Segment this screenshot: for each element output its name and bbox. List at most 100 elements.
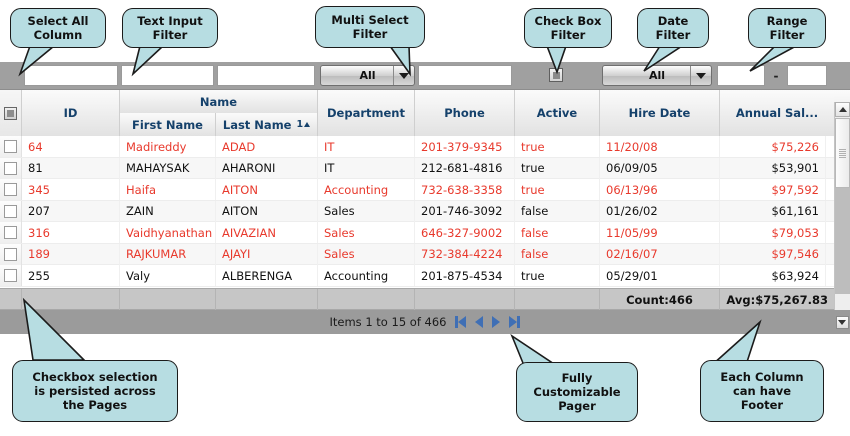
cell-last-name: AIVAZIAN: [216, 222, 318, 243]
cell-first-name: ZAIN: [120, 200, 216, 222]
cell-phone: 201-746-3092: [415, 200, 515, 222]
cell-hire-date: 01/26/02: [600, 200, 720, 222]
filter-input-id[interactable]: [24, 65, 118, 86]
cell-active: false: [515, 200, 600, 222]
cell-first-name: Vaidhyanathan: [120, 222, 216, 243]
cell-hire-date: 11/20/08: [600, 136, 720, 157]
cell-phone: 646-327-9002: [415, 222, 515, 243]
row-checkbox[interactable]: [4, 161, 17, 175]
filter-select-hire-date-value: All: [648, 69, 666, 82]
scrollbar-track[interactable]: [835, 188, 850, 294]
callout-checkbox-persisted: Checkbox selection is persisted across t…: [12, 360, 178, 422]
filter-multiselect-department[interactable]: All: [320, 65, 415, 86]
row-select-cell[interactable]: [0, 222, 22, 243]
cell-phone: 732-384-4224: [415, 243, 515, 265]
filter-input-first-name[interactable]: [121, 65, 214, 86]
chevron-down-icon[interactable]: [690, 66, 711, 85]
filter-cell-salary-to: [787, 62, 827, 90]
pager: Items 1 to 15 of 466: [0, 310, 850, 334]
cell-first-name: MAHAYSAK: [120, 157, 216, 179]
first-page-button[interactable]: [455, 316, 467, 328]
row-select-cell[interactable]: [0, 157, 22, 179]
cell-last-name: AITON: [216, 179, 318, 200]
filter-select-hire-date[interactable]: All: [602, 65, 712, 86]
cell-last-name: AITON: [216, 200, 318, 222]
filter-input-salary-to[interactable]: [787, 65, 827, 86]
filter-cell-id: [24, 62, 118, 90]
column-header-department[interactable]: Department: [318, 90, 415, 136]
filter-input-last-name[interactable]: [217, 65, 315, 86]
footer-cell-phone: [415, 289, 515, 310]
last-page-button[interactable]: [509, 316, 521, 328]
filter-cell-last-name: [217, 62, 315, 90]
column-header-active[interactable]: Active: [515, 90, 600, 136]
vertical-scrollbar[interactable]: [834, 102, 850, 310]
row-checkbox[interactable]: [4, 204, 17, 218]
callout-range-filter: Range Filter: [748, 8, 826, 48]
column-header-salary[interactable]: Annual Sal...: [720, 90, 834, 136]
cell-id: 345: [22, 179, 120, 200]
callout-customizable-pager: Fully Customizable Pager: [516, 362, 638, 422]
cell-id: 207: [22, 200, 120, 222]
footer-cell-salary: Avg:$75,267.83: [726, 292, 828, 307]
column-header-id[interactable]: ID: [22, 90, 120, 136]
cell-last-name: AJAYI: [216, 243, 318, 265]
cell-active: false: [515, 222, 600, 243]
cell-active: true: [515, 157, 600, 179]
filter-cell-department: All: [320, 62, 415, 90]
column-header-last-name[interactable]: Last Name 1: [216, 113, 318, 136]
cell-department: Accounting: [318, 265, 415, 286]
cell-id: 255: [22, 265, 120, 286]
filter-input-phone[interactable]: [418, 65, 512, 86]
callout-text-input-filter: Text Input Filter: [122, 8, 218, 48]
cell-salary: $79,053: [720, 222, 826, 243]
row-select-cell[interactable]: [0, 243, 22, 265]
row-checkbox[interactable]: [4, 140, 17, 153]
next-page-button[interactable]: [492, 316, 501, 328]
cell-id: 189: [22, 243, 120, 265]
column-header-hire-date[interactable]: Hire Date: [600, 90, 720, 136]
column-header-first-name[interactable]: First Name: [120, 113, 216, 136]
cell-first-name: Valy: [120, 265, 216, 286]
select-all-column-header[interactable]: [0, 90, 22, 136]
footer-cell-active: [515, 289, 600, 310]
row-select-cell[interactable]: [0, 265, 22, 286]
cell-department: IT: [318, 136, 415, 157]
row-checkbox[interactable]: [4, 183, 17, 196]
cell-salary: $97,546: [720, 243, 826, 265]
cell-last-name: ALBERENGA: [216, 265, 318, 286]
cell-first-name: RAJKUMAR: [120, 243, 216, 265]
cell-id: 316: [22, 222, 120, 243]
footer-cell-department: [318, 289, 415, 310]
row-select-cell[interactable]: [0, 136, 22, 157]
sort-indicator-last-name[interactable]: 1: [296, 119, 311, 130]
cell-hire-date: 06/13/96: [600, 179, 720, 200]
filter-range-separator: -: [773, 69, 779, 83]
select-all-checkbox[interactable]: [4, 106, 17, 120]
chevron-down-icon[interactable]: [393, 66, 414, 85]
row-checkbox[interactable]: [4, 226, 17, 239]
cell-last-name: AHARONI: [216, 157, 318, 179]
cell-id: 64: [22, 136, 120, 157]
previous-page-button[interactable]: [475, 316, 484, 328]
footer-cell-id: [22, 289, 120, 310]
cell-department: Sales: [318, 222, 415, 243]
row-select-cell[interactable]: [0, 200, 22, 222]
cell-last-name: ADAD: [216, 136, 318, 157]
cell-department: Sales: [318, 243, 415, 265]
row-checkbox[interactable]: [4, 247, 17, 261]
scroll-down-button[interactable]: [834, 310, 850, 334]
filter-cell-first-name: [121, 62, 214, 90]
row-checkbox[interactable]: [4, 269, 17, 282]
column-header-phone[interactable]: Phone: [415, 90, 515, 136]
cell-salary: $61,161: [720, 200, 826, 222]
row-select-cell[interactable]: [0, 179, 22, 200]
